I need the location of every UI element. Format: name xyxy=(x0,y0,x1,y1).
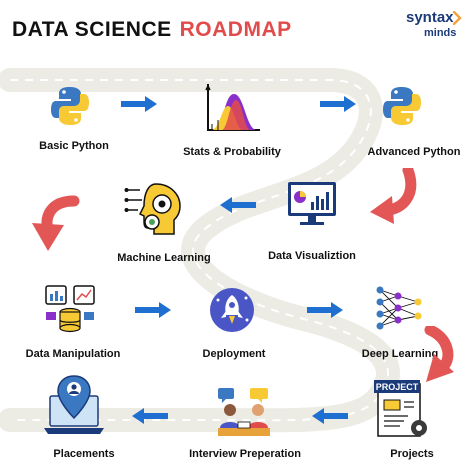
logo-text-syntax: syntax xyxy=(406,9,454,26)
ai-head-gear-icon xyxy=(124,183,181,235)
project-document-icon: PROJECT xyxy=(374,380,427,437)
step-label-machine-learning: Machine Learning xyxy=(117,252,211,264)
curved-arrow-down-left-icon xyxy=(370,168,417,224)
python-logo-icon xyxy=(51,87,89,125)
arrow-left-icon xyxy=(312,408,348,424)
step-label-deployment: Deployment xyxy=(202,348,266,360)
curved-arrow-down-left-icon xyxy=(424,326,454,382)
database-dashboard-icon xyxy=(45,285,95,333)
monitor-chart-icon xyxy=(288,182,336,225)
title-part-data-science: DATA SCIENCE xyxy=(12,18,172,41)
curved-arrow-down-right-icon xyxy=(32,195,80,251)
step-label-placements: Placements xyxy=(53,448,115,460)
arrow-right-icon xyxy=(135,302,171,318)
laptop-location-icon xyxy=(44,375,104,434)
arrow-left-icon xyxy=(220,197,256,213)
arrow-right-icon xyxy=(320,96,356,112)
python-logo-icon xyxy=(383,87,421,125)
arrow-left-icon xyxy=(132,408,168,424)
interview-people-icon xyxy=(218,388,270,436)
brand-logo: syntax minds xyxy=(400,8,464,44)
step-label-data-visualization: Data Visualiztion xyxy=(268,250,356,262)
page-title: DATA SCIENCE ROADMAP xyxy=(12,18,292,42)
logo-text-minds: minds xyxy=(424,27,457,39)
step-label-interview-preparation: Interview Preperation xyxy=(189,448,301,460)
rocket-icon xyxy=(210,288,254,332)
title-part-roadmap: ROADMAP xyxy=(179,18,292,41)
svg-text:PROJECT: PROJECT xyxy=(376,382,419,392)
arrow-right-icon xyxy=(121,96,157,112)
step-label-data-manipulation: Data Manipulation xyxy=(25,348,121,360)
logo-mark-icon xyxy=(452,11,462,25)
step-label-stats-probability: Stats & Probability xyxy=(183,146,281,158)
step-label-advanced-python: Advanced Python xyxy=(367,146,461,158)
distribution-chart-icon xyxy=(205,84,260,131)
step-label-basic-python: Basic Python xyxy=(39,140,109,152)
step-label-deep-learning: Deep Learning xyxy=(361,348,439,360)
neural-network-icon xyxy=(376,286,422,330)
step-label-projects: Projects xyxy=(390,448,434,460)
arrow-right-icon xyxy=(307,302,343,318)
